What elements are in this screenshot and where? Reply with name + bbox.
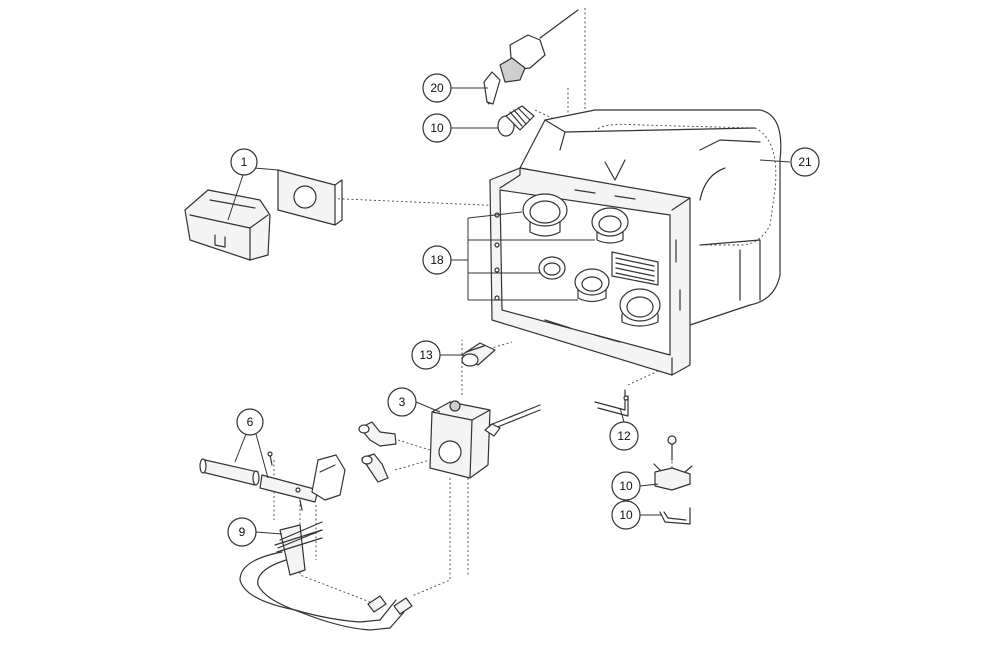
callout-13-label: 13 — [419, 348, 433, 362]
callout-10-spring-label: 10 — [430, 121, 444, 135]
elbow-fitting-upper — [358, 421, 397, 447]
callout-10-wire-label: 10 — [619, 508, 633, 522]
gas-control-valve — [429, 400, 541, 479]
callout-9-label: 9 — [239, 525, 246, 539]
burner-bracket — [259, 451, 346, 503]
callout-10-wire: 10 — [611, 500, 641, 530]
callout-20-label: 20 — [430, 81, 444, 95]
callout-18: 18 — [422, 245, 452, 275]
callout-18-label: 18 — [430, 253, 444, 267]
pipe-fitting — [461, 342, 496, 367]
small-bracket — [594, 389, 629, 417]
callout-13: 13 — [411, 340, 441, 370]
thermostat-probe — [483, 9, 579, 105]
port-fitting-top-right — [591, 207, 629, 244]
screw — [667, 435, 677, 461]
callout-10-spring: 10 — [422, 113, 452, 143]
pilot-tubing — [239, 551, 413, 631]
heater-housing — [519, 109, 782, 326]
callout-3-label: 3 — [399, 395, 406, 409]
callout-6: 6 — [236, 408, 264, 436]
callout-21-label: 21 — [798, 155, 812, 169]
wire-clip — [659, 507, 691, 525]
retaining-clip — [653, 463, 693, 491]
callout-9: 9 — [227, 517, 257, 547]
callout-10-clip: 10 — [611, 471, 641, 501]
callout-1: 1 — [230, 148, 258, 176]
callout-20: 20 — [422, 73, 452, 103]
callout-10-clip-label: 10 — [619, 479, 633, 493]
port-fitting-mid — [574, 268, 610, 303]
port-fitting-large — [619, 288, 661, 327]
port-fitting-small — [538, 256, 566, 280]
tank-shell — [519, 109, 782, 326]
mounting-plate — [277, 169, 343, 226]
leader-lines — [227, 87, 791, 535]
callout-3: 3 — [387, 387, 417, 417]
pilot-assembly — [274, 499, 323, 576]
burner-tube — [199, 458, 260, 486]
callout-12-label: 12 — [617, 429, 631, 443]
port-fitting-top-left — [522, 193, 568, 237]
vent-grill — [611, 251, 659, 286]
front-frame — [489, 167, 691, 376]
spring-plug — [497, 105, 535, 137]
callout-1-label: 1 — [241, 155, 248, 169]
callout-12: 12 — [609, 421, 639, 451]
access-cover — [184, 189, 271, 261]
callout-21: 21 — [790, 147, 820, 177]
callout-6-label: 6 — [247, 415, 254, 429]
elbow-fitting-lower — [361, 453, 389, 483]
